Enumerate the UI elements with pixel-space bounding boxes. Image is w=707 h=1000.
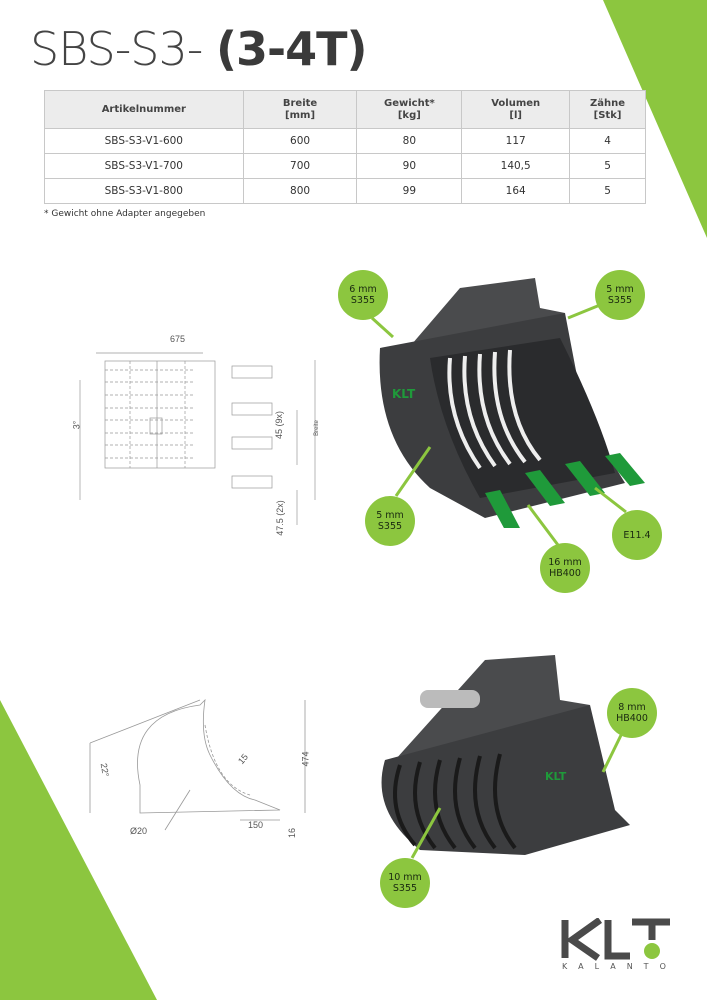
text: 16 mm bbox=[548, 557, 582, 568]
table-cell: 5 bbox=[569, 153, 646, 179]
text: S355 bbox=[350, 295, 376, 306]
text: [l] bbox=[509, 109, 522, 121]
sieve-bucket-image-2: KLT bbox=[381, 655, 630, 855]
text: [mm] bbox=[285, 109, 316, 121]
text: 5 mm bbox=[606, 284, 634, 295]
page-title: SBS-S3- (3-4T) bbox=[30, 22, 368, 76]
svg-text:KLT: KLT bbox=[545, 770, 567, 783]
text: Volumen bbox=[491, 97, 541, 109]
table-cell: SBS-S3-V1-800 bbox=[44, 178, 244, 204]
col-header: Breite[mm] bbox=[242, 90, 358, 129]
svg-text:KLT: KLT bbox=[392, 387, 416, 401]
text: [kg] bbox=[397, 109, 421, 121]
col-header: Gewicht*[kg] bbox=[356, 90, 463, 129]
table-cell: 800 bbox=[242, 178, 358, 204]
footnote: * Gewicht ohne Adapter angegeben bbox=[44, 209, 206, 219]
table-cell: 164 bbox=[461, 178, 571, 204]
text: S355 bbox=[377, 521, 403, 532]
text: S355 bbox=[392, 883, 418, 894]
table-cell: 117 bbox=[461, 128, 571, 154]
spec-table: Artikelnummer Breite[mm] Gewicht*[kg] Vo… bbox=[44, 90, 646, 204]
text: 5 mm bbox=[376, 510, 404, 521]
table-cell: 99 bbox=[356, 178, 463, 204]
col-header: Zähne[Stk] bbox=[569, 90, 646, 129]
table-cell: SBS-S3-V1-600 bbox=[44, 128, 244, 154]
col-header: Volumen[l] bbox=[461, 90, 571, 129]
green-corner-top bbox=[603, 0, 707, 238]
text: SBS-S3- bbox=[30, 22, 216, 76]
table-cell: 5 bbox=[569, 178, 646, 204]
text: Artikelnummer bbox=[101, 103, 186, 115]
table-cell: 140,5 bbox=[461, 153, 571, 179]
text: 10 mm bbox=[388, 872, 422, 883]
text: HB400 bbox=[549, 568, 581, 579]
text: Breite bbox=[282, 97, 318, 109]
text: Gewicht* bbox=[383, 97, 435, 109]
text: HB400 bbox=[616, 713, 648, 724]
klt-logo bbox=[561, 918, 670, 961]
sieve-bucket-image-1: KLT bbox=[379, 278, 645, 528]
text: 8 mm bbox=[618, 702, 646, 713]
text: [Stk] bbox=[593, 109, 622, 121]
text: E11.4 bbox=[623, 529, 651, 541]
green-corner-bottom bbox=[0, 700, 157, 1000]
table-cell: 600 bbox=[242, 128, 358, 154]
text: 6 mm bbox=[349, 284, 377, 295]
dim-lip: 150 bbox=[248, 820, 264, 830]
callout-teeth: E11.4 bbox=[612, 510, 662, 560]
text: Zähne bbox=[590, 97, 626, 109]
dim-hole: Ø20 bbox=[130, 826, 148, 836]
side-view-drawing bbox=[89, 698, 306, 831]
logo-wordmark: KALANTO bbox=[562, 962, 677, 971]
dim-width: 675 bbox=[170, 334, 186, 344]
text: S355 bbox=[607, 295, 633, 306]
top-view-drawing bbox=[79, 352, 316, 525]
